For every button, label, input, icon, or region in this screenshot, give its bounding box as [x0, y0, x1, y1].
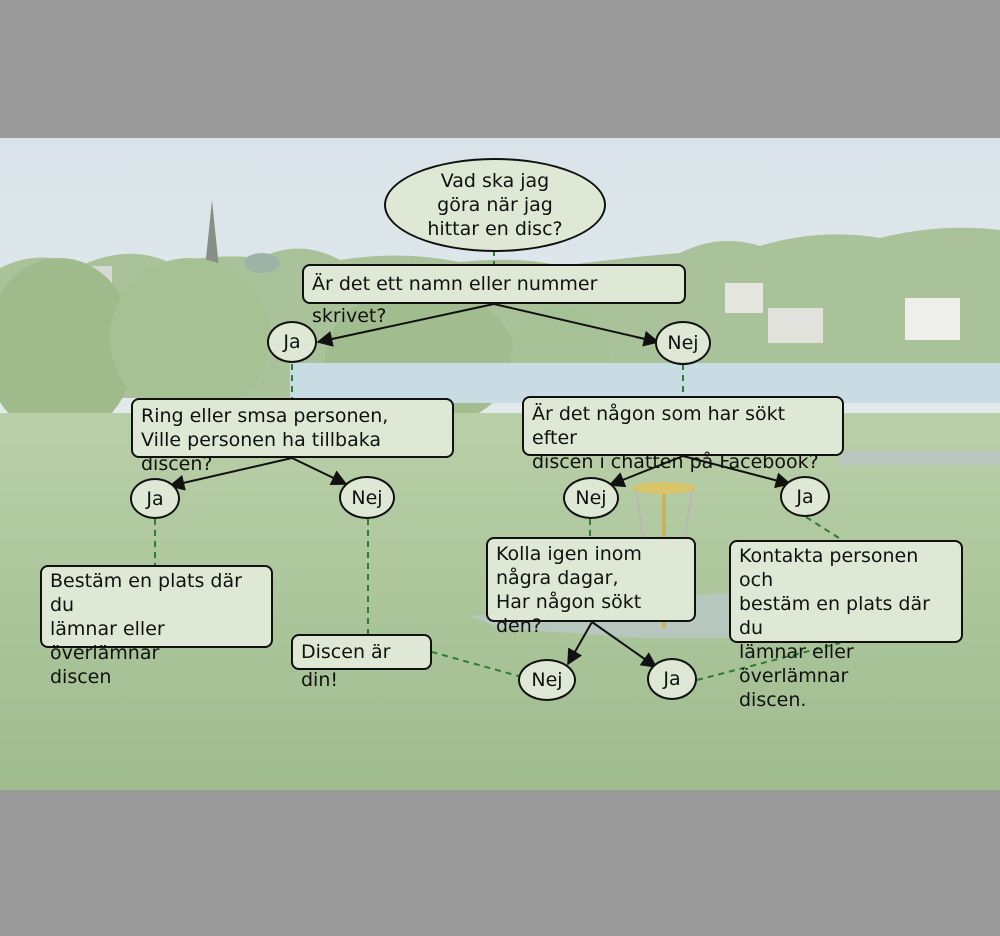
- link-kolla-nej-to-discen: [431, 651, 523, 678]
- call-or-text-question: Ring eller smsa personen, Ville personen…: [131, 398, 454, 475]
- facebook-chat-question: Är det någon som har sökt efter discen i…: [522, 396, 844, 473]
- arrow-facebook-to-ja: [682, 455, 792, 489]
- contact-person-box: Kontakta personen och bestäm en plats dä…: [729, 540, 963, 711]
- arrow-ring-to-ja: [168, 457, 293, 491]
- bottom-gray-band: [0, 790, 1000, 936]
- decide-meeting-place-box: Bestäm en plats där du lämnar eller över…: [40, 565, 273, 688]
- answer-ja-check: Ja: [647, 658, 697, 700]
- answer-ja-name: Ja: [267, 321, 317, 363]
- arrow-ring-to-nej: [291, 457, 348, 485]
- answer-ja-facebook: Ja: [780, 476, 830, 517]
- name-or-number-question: Är det ett namn eller nummer skrivet?: [302, 264, 686, 327]
- arrow-facebook-to-nej: [608, 455, 684, 488]
- arrow-kolla-to-ja: [591, 621, 658, 668]
- answer-nej-facebook: Nej: [563, 477, 619, 519]
- check-again-question: Kolla igen inom några dagar, Har någon s…: [486, 537, 696, 637]
- arrow-question-to-ja: [316, 303, 495, 347]
- disc-is-yours-box: Discen är din!: [291, 634, 432, 691]
- arrow-kolla-to-nej: [567, 621, 593, 666]
- start-question-oval: Vad ska jag göra när jag hittar en disc?: [384, 158, 606, 252]
- answer-nej-call: Nej: [339, 476, 395, 519]
- link-kolla-ja-to-kontakta: [696, 642, 841, 681]
- answer-nej-check: Nej: [518, 659, 576, 701]
- answer-ja-call: Ja: [130, 478, 180, 519]
- top-gray-band: [0, 0, 1000, 138]
- arrow-question-to-nej: [493, 303, 660, 347]
- link-fb-ja-to-kontakta: [805, 516, 843, 541]
- answer-nej-name: Nej: [655, 321, 711, 365]
